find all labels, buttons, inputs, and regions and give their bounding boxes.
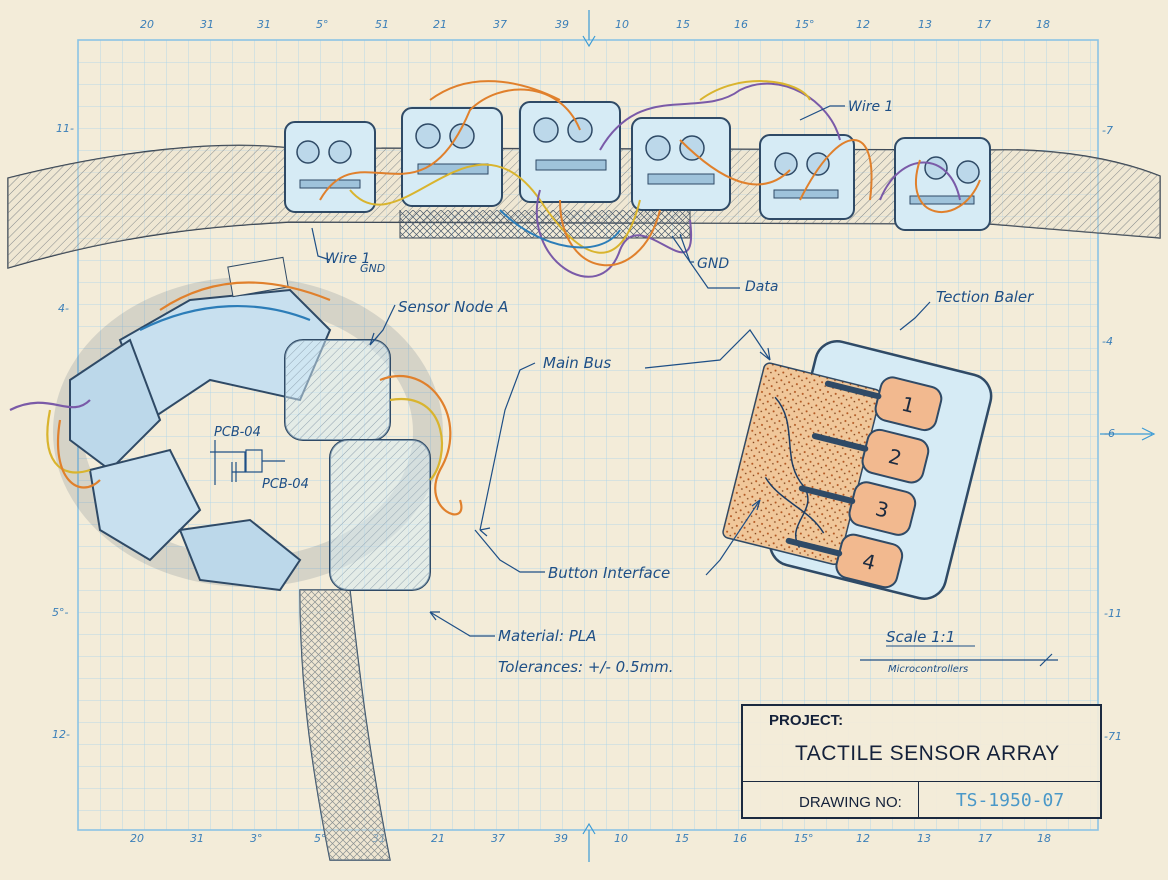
label-pcb-a: PCB-04	[214, 425, 261, 440]
tick-bottom-15: 18	[1037, 832, 1051, 845]
callout-leaders	[369, 301, 1058, 667]
title-divider	[743, 781, 1100, 782]
strap-wires	[319, 80, 981, 278]
tick-bottom-10: 16	[733, 832, 747, 845]
label-material: Material: PLA	[498, 627, 596, 645]
tick-top-15: 18	[1036, 18, 1050, 31]
tick-top-12: 12	[856, 18, 870, 31]
label-scale-note: Microcontrollers	[888, 664, 968, 675]
pcb-schematic-icon	[210, 440, 285, 485]
tick-top-2: 31	[257, 18, 271, 31]
sensor-module	[631, 117, 731, 211]
tick-top-6: 37	[493, 18, 507, 31]
tick-top-0: 20	[140, 18, 154, 31]
sensor-module	[519, 101, 621, 203]
tick-right-3: -11	[1104, 607, 1122, 620]
project-name: TACTILE SENSOR ARRAY	[795, 742, 1060, 765]
title-block: PROJECT: TACTILE SENSOR ARRAY DRAWING NO…	[741, 704, 1102, 819]
tick-top-5: 21	[433, 18, 447, 31]
button-module: 1 2 3 4	[722, 340, 993, 600]
sensor-module	[401, 107, 503, 207]
label-wire1-top: Wire 1	[848, 99, 893, 115]
tick-right-1: -4	[1102, 335, 1113, 348]
sensor-module	[894, 137, 991, 231]
tick-bottom-13: 13	[917, 832, 931, 845]
label-gnd-small: GND	[360, 262, 385, 275]
drawing-number-label: DRAWING NO:	[799, 794, 902, 811]
tick-bottom-7: 39	[554, 832, 568, 845]
button-label-3: 3	[873, 496, 891, 522]
label-pcb-b: PCB-04	[262, 477, 309, 492]
tick-top-11: 15°	[795, 18, 815, 31]
tick-top-8: 10	[615, 18, 629, 31]
axis-bottom: 20 31 3° 5° 31 21 37 39 10 15 16 15° 12 …	[130, 832, 1051, 845]
tick-bottom-1: 31	[190, 832, 204, 845]
sensor-module	[284, 121, 376, 213]
tick-right-4: -71	[1104, 730, 1122, 743]
label-button-interface: Button Interface	[548, 564, 670, 582]
label-sensor-node: Sensor Node A	[398, 298, 508, 316]
button-pad-4[interactable]: 4	[783, 520, 904, 590]
tick-top-4: 51	[375, 18, 389, 31]
tick-left-2: 5°-	[52, 606, 68, 619]
tick-bottom-12: 12	[856, 832, 870, 845]
tick-bottom-0: 20	[130, 832, 144, 845]
button-pad-2[interactable]: 2	[810, 415, 931, 485]
tick-left-0: 11-	[56, 122, 74, 135]
title-vdivider	[918, 781, 919, 817]
sensor-strap	[7, 80, 1161, 278]
axis-left: 11- 4- 5°- 12-	[52, 122, 74, 741]
tick-right-2: -6	[1104, 427, 1115, 440]
coil	[284, 339, 391, 441]
button-pad-3[interactable]: 3	[796, 467, 917, 537]
tick-bottom-8: 10	[614, 832, 628, 845]
button-label-1: 1	[899, 392, 917, 418]
label-tection-baler: Tection Baler	[936, 288, 1034, 306]
label-main-bus: Main Bus	[543, 354, 611, 372]
tick-left-3: 12-	[52, 728, 70, 741]
tick-top-1: 31	[200, 18, 214, 31]
tick-top-13: 13	[918, 18, 932, 31]
tick-top-3: 5°	[316, 18, 329, 31]
tick-top-14: 17	[977, 18, 991, 31]
label-tolerances: Tolerances: +/- 0.5mm.	[498, 658, 674, 676]
tick-top-9: 15	[676, 18, 690, 31]
label-wire1-gnd: Wire 1	[325, 251, 370, 267]
tick-right-0: -7	[1102, 124, 1113, 137]
button-label-4: 4	[860, 549, 878, 575]
label-gnd: GND	[697, 256, 729, 272]
tick-top-10: 16	[734, 18, 748, 31]
sensor-module	[759, 134, 855, 220]
tick-top-7: 39	[555, 18, 569, 31]
tick-bottom-3: 5°	[314, 832, 327, 845]
label-scale: Scale 1:1	[886, 628, 955, 646]
tick-bottom-11: 15°	[794, 832, 814, 845]
button-pad-1[interactable]: 1	[823, 362, 944, 432]
drawing-number: TS-1950-07	[955, 790, 1065, 811]
axis-top: 20 31 31 5° 51 21 37 39 10 15 16 15° 12 …	[140, 18, 1050, 31]
button-label-2: 2	[886, 444, 904, 470]
tick-bottom-9: 15	[675, 832, 689, 845]
axis-right: -7 -4 -6 -11 -71	[1102, 124, 1122, 743]
coil	[329, 439, 431, 591]
project-label: PROJECT:	[769, 712, 844, 729]
tick-bottom-14: 17	[978, 832, 992, 845]
tick-bottom-5: 21	[431, 832, 445, 845]
label-data: Data	[745, 279, 778, 295]
sensor-ring	[9, 256, 463, 861]
tick-bottom-6: 37	[491, 832, 505, 845]
strap-callouts	[311, 105, 845, 289]
tick-bottom-2: 3°	[250, 832, 263, 845]
tick-left-1: 4-	[58, 302, 69, 315]
